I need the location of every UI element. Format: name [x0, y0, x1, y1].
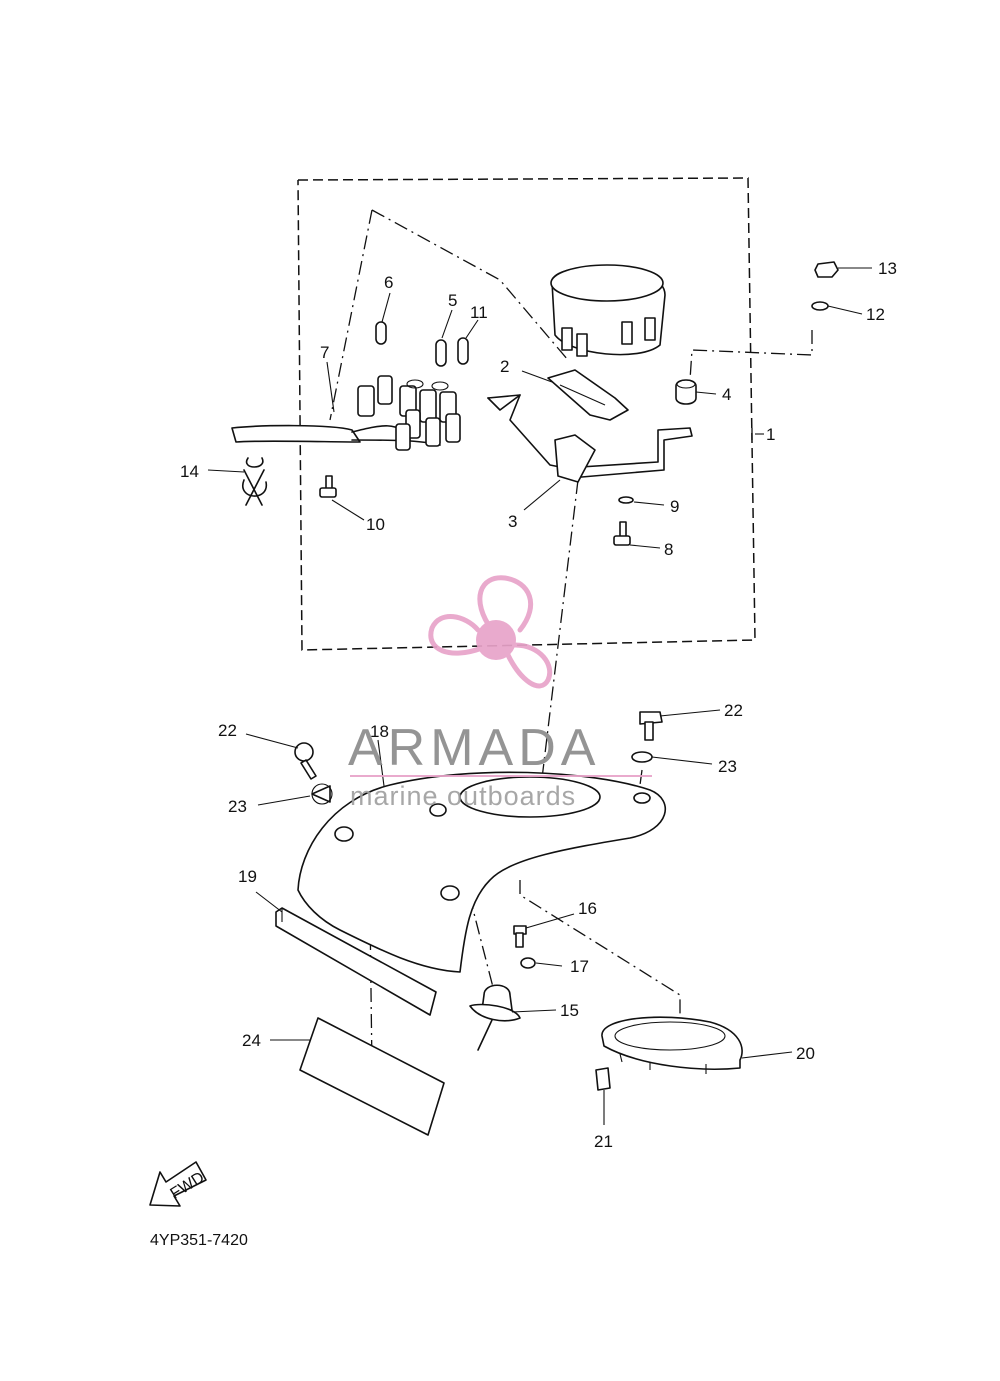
callout-15: 15: [560, 1001, 579, 1020]
ring-part-20: [601, 1016, 743, 1074]
strip-part-19: [275, 907, 437, 1016]
screw-part-16: [513, 925, 527, 948]
callout-11: 11: [470, 303, 488, 322]
callout-6: 6: [384, 273, 393, 292]
callout-20: 20: [796, 1044, 815, 1063]
plate-part-24: [299, 1017, 445, 1136]
washer-part-12: [811, 301, 829, 311]
callout-5: 5: [448, 291, 457, 310]
callout-3: 3: [508, 512, 517, 531]
watermark: ARMADA marine outboards: [348, 575, 652, 811]
propeller-logo-icon: [428, 575, 553, 689]
callout-23-right: 23: [718, 757, 737, 776]
callout-4: 4: [722, 385, 731, 404]
meter-part-2: [547, 264, 666, 421]
watermark-title: ARMADA: [348, 719, 600, 777]
callout-14: 14: [180, 462, 199, 481]
bulb-part-5: [435, 339, 447, 367]
washer-part-9: [618, 496, 634, 504]
callout-numbers: 13 12 4 1 2 3 9 8 6 5 11 7 14 10 22 23 2…: [180, 259, 897, 1151]
bolt-part-22-left: [294, 742, 317, 780]
bulb-part-6: [375, 321, 387, 345]
callout-10: 10: [366, 515, 385, 534]
callout-22-left: 22: [218, 721, 237, 740]
callout-leaders: [207, 267, 872, 1125]
assembly-boundary: [297, 177, 756, 651]
callout-7: 7: [320, 343, 329, 362]
callout-24: 24: [242, 1031, 261, 1050]
callout-19: 19: [238, 867, 257, 886]
callout-1: 1: [766, 425, 775, 444]
bulb-part-11: [457, 337, 469, 365]
callout-12: 12: [866, 305, 885, 324]
grommet-part-4: [675, 379, 697, 405]
washer-part-17: [520, 957, 536, 969]
clamp-part-14: [241, 457, 267, 506]
watermark-subtitle: marine outboards: [350, 781, 576, 811]
clip-part-21: [595, 1067, 611, 1091]
bolt-part-8: [613, 521, 631, 546]
callout-17: 17: [570, 957, 589, 976]
switch-part-15: [469, 984, 521, 1051]
fwd-arrow-icon: FWD: [149, 1161, 207, 1207]
bolt-part-22-right: [639, 711, 663, 741]
screw-part-10: [319, 475, 337, 498]
cover-part-18: [297, 771, 667, 973]
callout-22-right: 22: [724, 701, 743, 720]
washer-part-23-left: [311, 783, 333, 805]
callout-16: 16: [578, 899, 597, 918]
callout-9: 9: [670, 497, 679, 516]
callout-21: 21: [594, 1132, 613, 1151]
callout-23-left: 23: [228, 797, 247, 816]
callout-2: 2: [500, 357, 509, 376]
reference-code: 4YP351-7420: [150, 1232, 248, 1249]
callout-8: 8: [664, 540, 673, 559]
callout-18: 18: [370, 722, 389, 741]
callout-13: 13: [878, 259, 897, 278]
harness-part-7: [231, 375, 461, 451]
bracket-part-3: [487, 394, 693, 483]
washer-part-23-right: [631, 751, 653, 763]
nut-part-13: [814, 261, 839, 278]
